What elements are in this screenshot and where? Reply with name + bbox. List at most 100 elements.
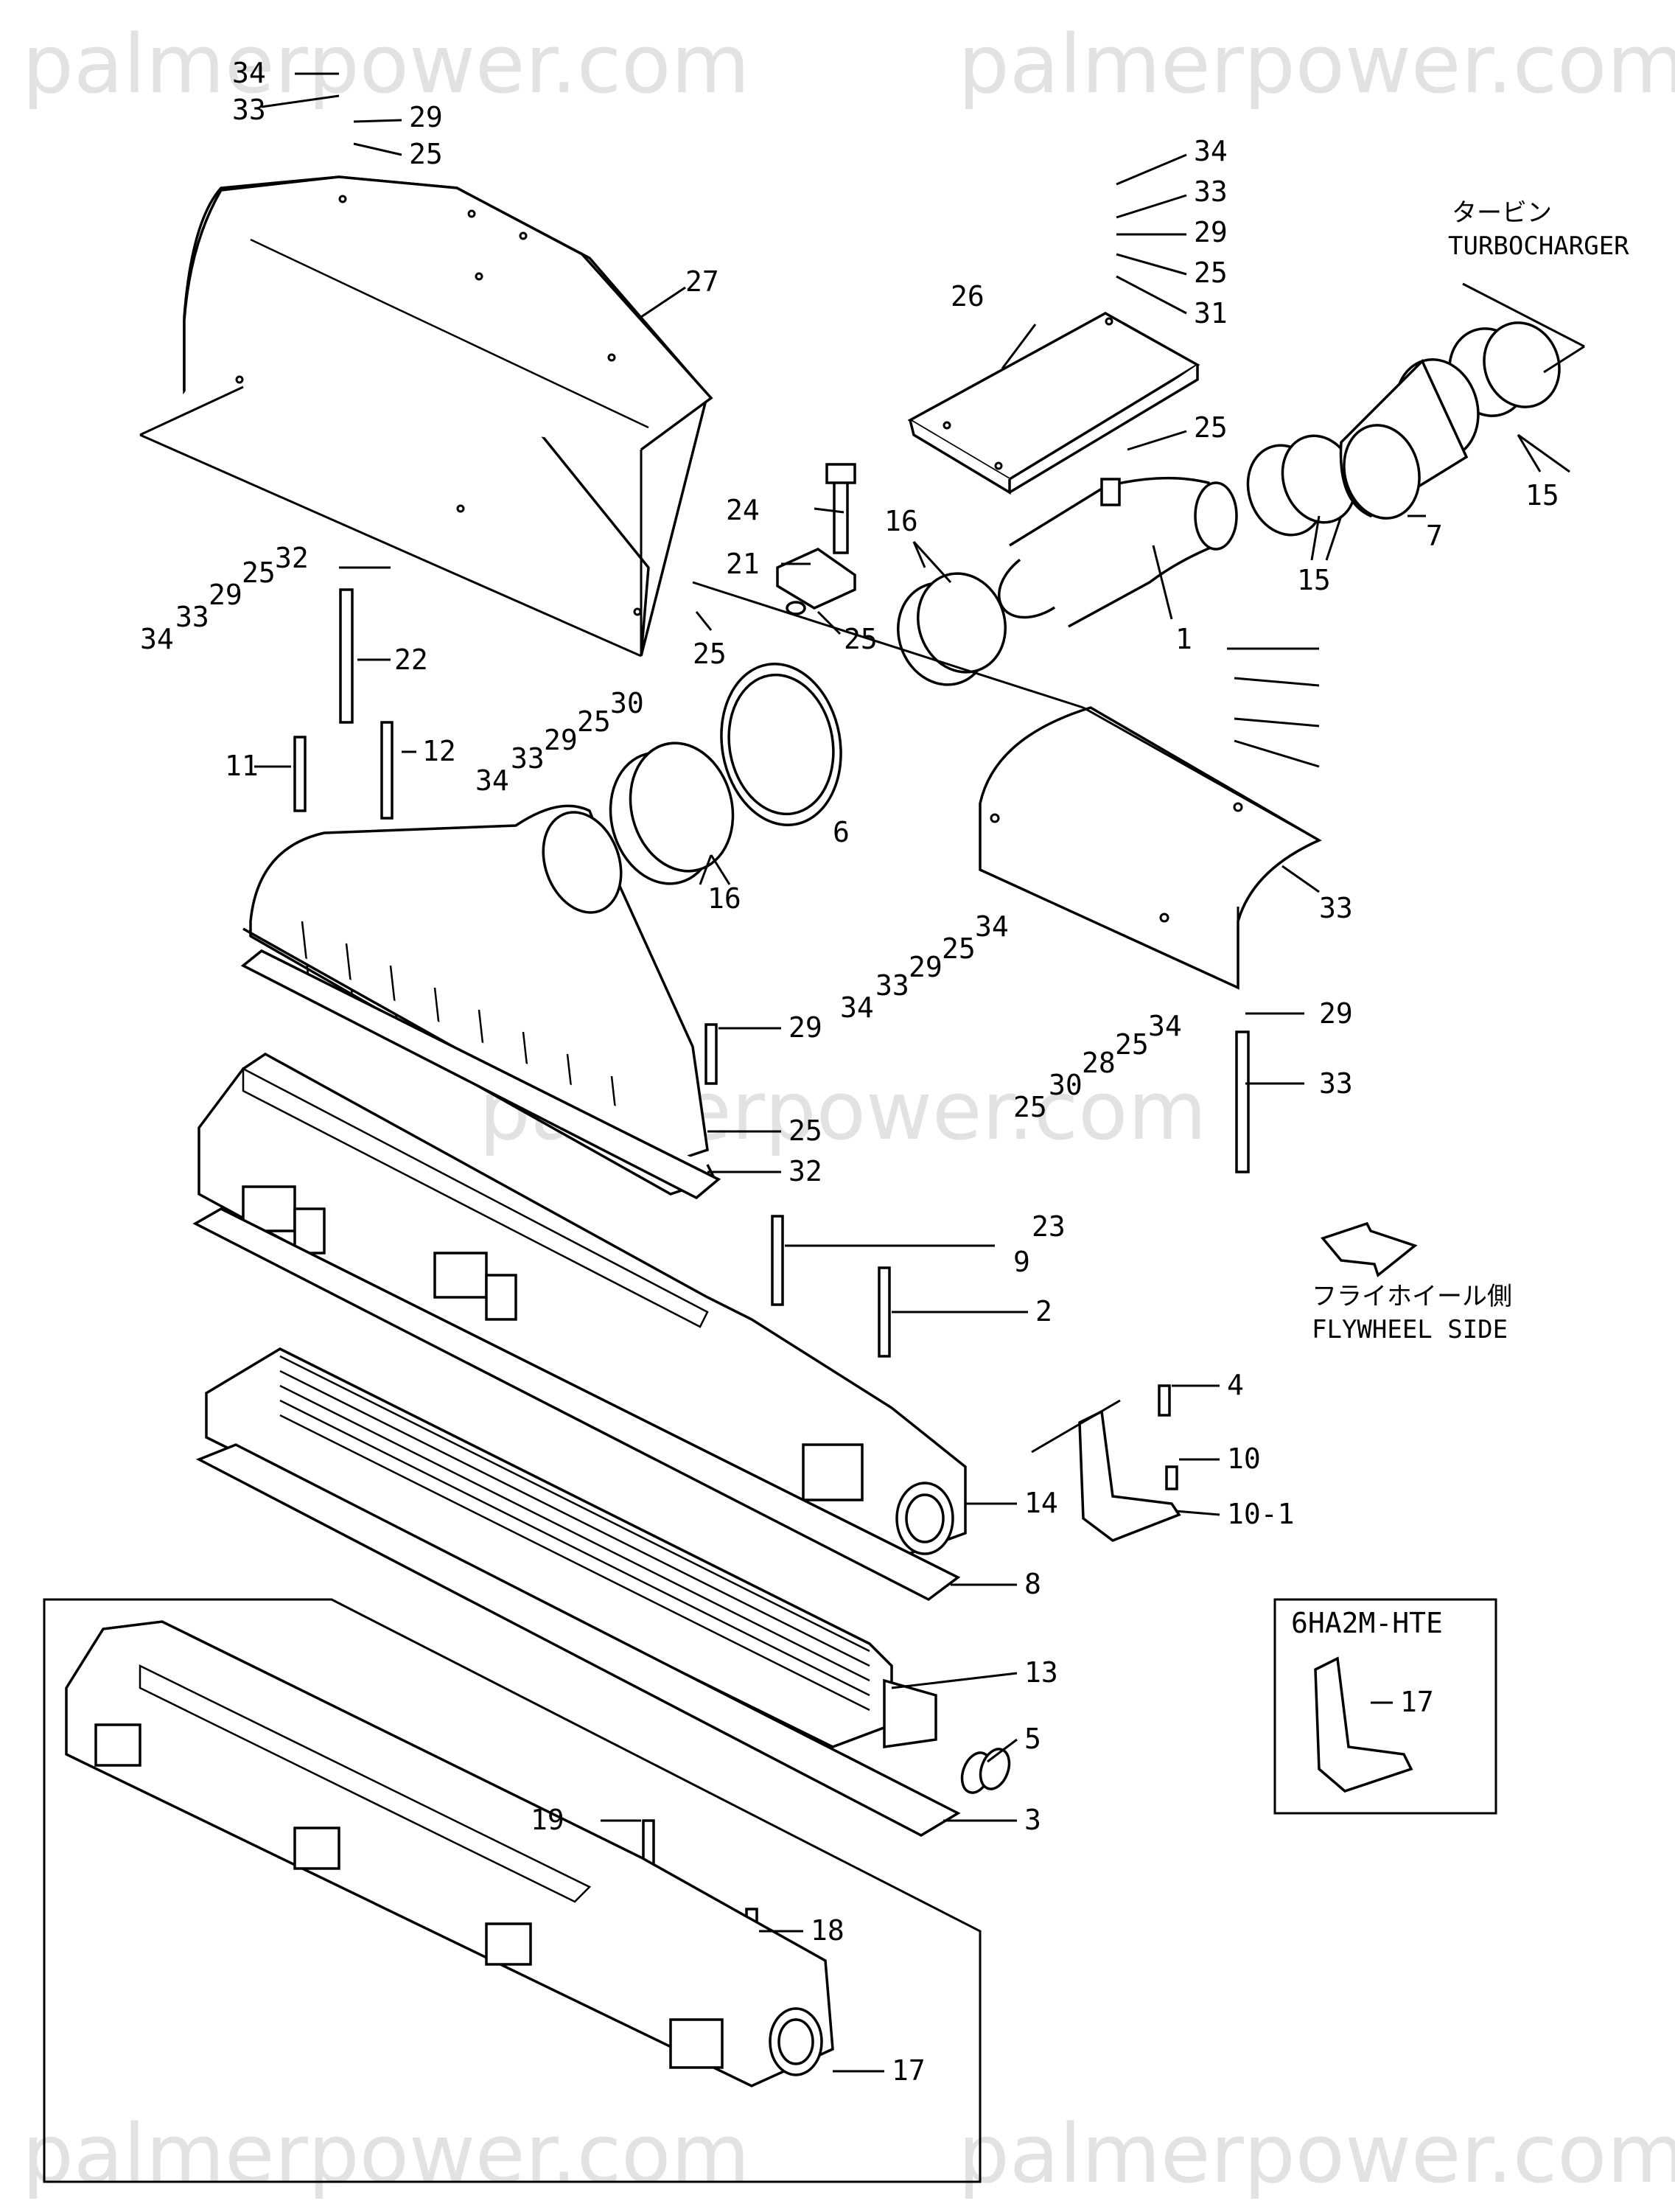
callout-8: 4 xyxy=(1227,1369,1244,1401)
callout-25: 25 xyxy=(577,705,611,738)
notes: タービン TURBOCHARGER フライホイール側 FLYWHEEL SIDE… xyxy=(1291,198,1629,1639)
inset-title: 6HA2M-HTE xyxy=(1291,1607,1443,1639)
callout-31: 31 xyxy=(1194,297,1228,329)
turbo-label-en: TURBOCHARGER xyxy=(1448,231,1629,261)
callout-14: 2 xyxy=(1035,1295,1052,1327)
part-27-cover xyxy=(139,175,713,657)
part-4-gasket xyxy=(240,949,721,1200)
callout-28: 33 xyxy=(1319,892,1353,924)
callout-16: 16 xyxy=(884,505,918,537)
turbo-leader xyxy=(1462,282,1585,374)
callout-14-1: 18 xyxy=(811,1914,845,1947)
turbo-label-jp: タービン xyxy=(1452,198,1552,228)
callout-3-1: 17 xyxy=(892,2054,926,2087)
callout-5: 10-1 xyxy=(1227,1498,1295,1530)
callout-24: 24 xyxy=(726,494,760,526)
callout-30: 34 xyxy=(975,910,1009,943)
callout-27: 27 xyxy=(685,265,719,298)
callout-33: 33 xyxy=(1194,175,1228,208)
callout-25: 25 xyxy=(844,623,878,655)
callout-labels: 34 33 29 25 27 34 33 29 25 31 26 25 15 7… xyxy=(140,57,1559,2087)
callout-11: 11 xyxy=(225,750,259,782)
callout-10-2: 19 xyxy=(531,1804,564,1836)
callout-17: 3 xyxy=(1024,1804,1041,1836)
callout-17: 8 xyxy=(1024,1568,1041,1600)
callout-23: 33 xyxy=(1319,1067,1353,1100)
callout-29: 29 xyxy=(1194,216,1228,248)
callout-34: 34 xyxy=(840,991,874,1024)
part-28-cover xyxy=(692,581,1322,990)
leader-lines xyxy=(254,72,1570,2073)
part-15-clamps xyxy=(1246,321,1561,537)
callout-12: 12 xyxy=(422,735,456,767)
callout-33: 33 xyxy=(232,94,266,126)
watermark-text: palmerpower.com xyxy=(958,17,1675,111)
part-17-gasket-upper xyxy=(192,1207,961,1602)
callout-10-1: 9 xyxy=(1013,1246,1030,1278)
inset-6ha2m xyxy=(1273,1598,1497,1815)
callout-25: 25 xyxy=(942,932,976,965)
callout-2: 25 xyxy=(788,1114,822,1147)
callout-25: 25 xyxy=(409,138,443,170)
callout-34: 34 xyxy=(140,623,174,655)
callout-19: 13 xyxy=(1024,1656,1058,1689)
part-5-bracket xyxy=(1078,1409,1181,1542)
callout-33: 33 xyxy=(875,969,909,1002)
callout-34: 34 xyxy=(1194,135,1228,167)
callout-25: 25 xyxy=(242,557,276,589)
studs xyxy=(339,588,1250,1173)
callout-33: 33 xyxy=(175,601,209,633)
callout-32: 34 xyxy=(1148,1010,1182,1042)
part-18-orings xyxy=(960,1748,1011,1794)
callout-20: 17 xyxy=(1400,1686,1434,1718)
callout-29: 29 xyxy=(209,579,242,611)
callout-29: 28 xyxy=(1082,1047,1116,1079)
callout-29: 29 xyxy=(409,101,443,133)
part-6-hose xyxy=(720,663,842,826)
part-7-hose xyxy=(1339,358,1480,520)
callout-16: 16 xyxy=(707,882,741,915)
callout-13: 10 xyxy=(1227,1442,1261,1475)
callout-25: 25 xyxy=(1194,257,1228,289)
callout-29: 29 xyxy=(909,951,943,983)
callout-25: 25 xyxy=(1115,1028,1149,1061)
flywheel-label-en: FLYWHEEL SIDE xyxy=(1312,1315,1508,1344)
callout-3: 14 xyxy=(1024,1487,1058,1519)
callout-34: 34 xyxy=(475,764,509,797)
callout-25: 29 xyxy=(1319,997,1353,1030)
callout-33: 33 xyxy=(511,742,545,775)
watermark-text: palmerpower.com xyxy=(22,2107,750,2201)
part-17-gasket-lower xyxy=(195,1443,961,1838)
part-26-plate xyxy=(907,311,1200,495)
flywheel-label-jp: フライホイール側 xyxy=(1312,1282,1512,1311)
callout-30: 30 xyxy=(610,687,644,719)
watermark-text: palmerpower.com xyxy=(22,17,750,111)
part-21-bracket xyxy=(776,463,856,615)
callout-33: 30 xyxy=(1049,1069,1083,1101)
callout-29: 29 xyxy=(544,724,578,756)
callout-15: 15 xyxy=(1297,564,1331,596)
part-1-elbow xyxy=(998,476,1238,628)
callout-32: 32 xyxy=(275,542,309,574)
part-16-clamp-lower xyxy=(609,742,735,885)
callout-21: 21 xyxy=(726,548,760,580)
callout-4: 32 xyxy=(788,1155,822,1187)
callout-18: 5 xyxy=(1024,1723,1041,1755)
callout-26: 26 xyxy=(951,280,985,313)
flywheel-arrow xyxy=(1321,1221,1418,1277)
callout-6: 6 xyxy=(833,816,850,848)
callout-15: 15 xyxy=(1525,479,1559,512)
callout-1: 1 xyxy=(1175,623,1192,655)
part-16-clamp-upper xyxy=(896,572,1007,686)
callout-22: 22 xyxy=(394,643,428,676)
callout-25: 25 xyxy=(693,638,727,670)
inset-3-1 xyxy=(43,1598,982,2183)
callout-7: 7 xyxy=(1426,520,1443,552)
watermark-text: palmerpower.com xyxy=(958,2107,1675,2201)
callout-10: 23 xyxy=(1032,1210,1066,1243)
callout-34: 25 xyxy=(1013,1091,1047,1123)
callout-34: 34 xyxy=(232,57,266,89)
callout-25: 25 xyxy=(1194,411,1228,444)
callout-9: 29 xyxy=(788,1011,822,1044)
